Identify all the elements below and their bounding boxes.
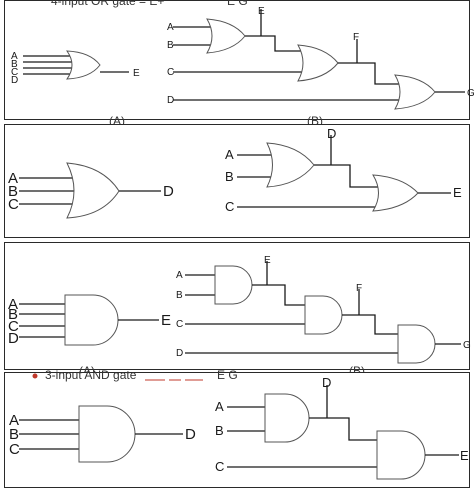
output-label-e: E — [161, 312, 171, 329]
chain-input-a: A — [167, 22, 174, 33]
chain-output-d: D — [327, 126, 336, 141]
chain-output-e: E — [453, 185, 462, 200]
chain-input-d: D — [176, 348, 183, 359]
diagram-and-3-input: 3-input AND gate E G A B C D A B C D E — [9, 368, 469, 480]
chain-input-b: B — [225, 169, 234, 184]
and-gate-1 — [214, 265, 253, 305]
chain-output-e: E — [258, 6, 265, 17]
and-gate-left — [78, 405, 136, 463]
chain-input-c: C — [176, 319, 183, 330]
caption-top: 3-input AND gate — [45, 368, 137, 382]
output-label-d: D — [163, 183, 174, 200]
chain-output-f: F — [356, 283, 362, 294]
or-gate-2 — [372, 174, 419, 212]
input-label-d: D — [11, 75, 18, 86]
input-label-d: D — [8, 330, 19, 347]
chain-output-g: G — [463, 340, 471, 351]
input-label-c: C — [9, 441, 20, 458]
input-label-a: A — [8, 296, 18, 313]
chain-input-c: C — [225, 199, 234, 214]
or-gate-left — [65, 50, 101, 80]
or-gate-2 — [297, 44, 339, 82]
input-label-a: A — [11, 51, 18, 62]
chain-input-b: B — [215, 423, 224, 438]
input-label-b: B — [8, 183, 18, 200]
input-label-c: C — [11, 67, 18, 78]
and-gate-1 — [264, 393, 310, 443]
or-gate-3 — [394, 74, 436, 110]
output-label-e: E — [133, 68, 140, 79]
and-gate-2 — [376, 430, 426, 480]
chain-output-e: E — [460, 448, 469, 463]
chain-input-a: A — [225, 147, 234, 162]
diagram-or-3-input: A B C D A B C D E — [8, 126, 462, 219]
chain-input-a: A — [176, 270, 183, 281]
or-gate-1 — [206, 18, 246, 54]
chain-input-c: C — [215, 459, 224, 474]
and-gate-left — [64, 294, 119, 346]
input-label-b: B — [11, 59, 18, 70]
chain-output-f: F — [353, 32, 359, 43]
input-label-c: C — [8, 318, 19, 335]
diagram-or-4-input: 4-input OR gate = E+ E G A B C D E A B C… — [11, 0, 474, 128]
caption-top-tail: E G — [227, 0, 248, 8]
diagram-and-4-input: A B C D E A B C D E F G (A) (B) — [8, 255, 471, 378]
caption-top: 4-input OR gate = E+ — [51, 0, 164, 8]
chain-output-d: D — [322, 375, 331, 390]
or-gate-1 — [266, 142, 315, 188]
panel-and-3-input: 3-input AND gate E G A B C D A B C D E — [4, 368, 470, 488]
chain-input-b: B — [167, 40, 174, 51]
and-gate-2 — [304, 295, 343, 335]
panel-or-3-input: A B C D A B C D E — [4, 124, 470, 238]
bullet-icon — [32, 373, 38, 379]
chain-input-b: B — [176, 290, 183, 301]
chain-output-g: G — [467, 88, 474, 99]
chain-output-e: E — [264, 255, 271, 266]
chain-input-d: D — [167, 95, 174, 106]
input-label-a: A — [9, 412, 19, 429]
output-label-d: D — [185, 426, 196, 443]
input-label-a: A — [8, 170, 18, 187]
chain-input-a: A — [215, 399, 224, 414]
or-gate-left — [66, 162, 120, 219]
input-label-b: B — [8, 306, 18, 323]
panel-or-4-input: 4-input OR gate = E+ E G A B C D E A B C… — [4, 0, 474, 128]
input-label-c: C — [8, 196, 19, 213]
input-label-b: B — [9, 426, 19, 443]
chain-input-c: C — [167, 67, 174, 78]
panel-and-4-input: A B C D E A B C D E F G (A) (B) — [4, 242, 471, 378]
caption-top-tail: E G — [217, 368, 238, 382]
and-gate-3 — [397, 324, 436, 364]
